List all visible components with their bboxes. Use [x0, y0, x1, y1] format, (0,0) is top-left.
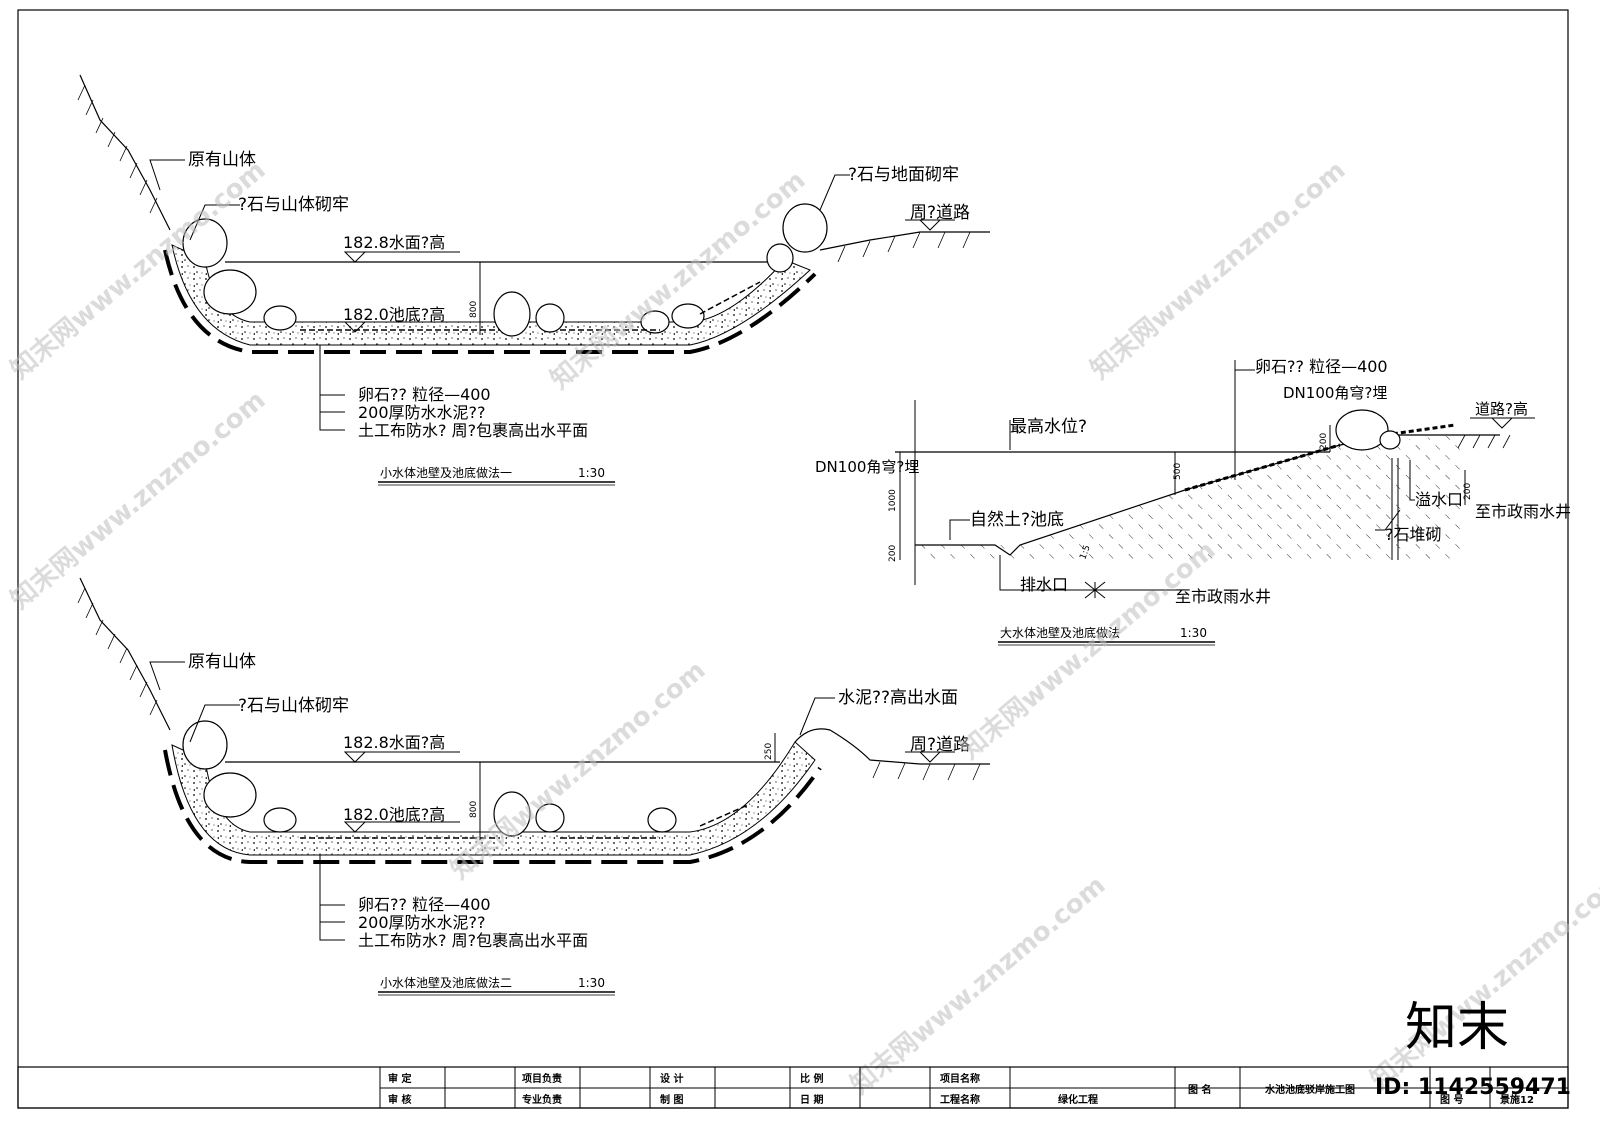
- s3-road-level-label: 道路?高: [1475, 400, 1528, 418]
- watermark-id: ID: 1142559471: [1375, 1075, 1571, 1100]
- s1-title: 小水体池壁及池底做法一: [380, 465, 512, 480]
- s3-rock-pile-label: ?石堆砌: [1385, 525, 1442, 544]
- s1-layer-3: 土工布防水? 周?包裹高出水平面: [358, 421, 588, 440]
- tb-scale: 比 例: [800, 1072, 823, 1085]
- s3-dim-200b: 200: [1319, 433, 1329, 450]
- section-2: 原有山体 ?石与山体砌牢 水泥??高出水面 250 周?道路 182.8水面?高…: [77, 577, 990, 996]
- s3-dim-500: 500: [1173, 463, 1183, 480]
- s2-water-level: 182.8水面?高: [343, 733, 445, 752]
- tb-approve: 审 定: [388, 1072, 411, 1085]
- watermark-6: 知末网www.znzmo.com: [955, 535, 1221, 765]
- brand-logo: 知末: [1405, 998, 1509, 1058]
- s3-dim-200c: 200: [1463, 483, 1473, 500]
- s3-drain-label: 排水口: [1020, 575, 1068, 594]
- s2-layer-3: 土工布防水? 周?包裹高出水平面: [358, 931, 588, 950]
- watermark-7: 知末网www.znzmo.com: [845, 870, 1111, 1100]
- s1-layer-2: 200厚防水水泥??: [358, 403, 486, 422]
- s3-pipe-left-label: DN100角穹?埋: [815, 458, 919, 476]
- s1-scale: 1:30: [578, 466, 605, 480]
- s3-title: 大水体池壁及池底做法: [1000, 625, 1120, 640]
- tb-drawing-label: 图 名: [1188, 1083, 1211, 1096]
- s2-road-label: 周?道路: [910, 735, 970, 755]
- s2-cement-dim: 250: [764, 743, 774, 760]
- s2-layer-1: 卵石?? 粒径—400: [358, 895, 491, 914]
- s3-dim-200: 200: [888, 545, 898, 562]
- s2-rock-mountain-label: ?石与山体砌牢: [238, 696, 349, 716]
- s3-slope: 1:5: [1078, 544, 1092, 561]
- tb-drawing-name: 水池池底驳岸施工图: [1264, 1083, 1355, 1096]
- s1-rock-mountain-label: ?石与山体砌牢: [238, 195, 349, 215]
- s1-mountain-label: 原有山体: [188, 150, 256, 170]
- tb-discipline-lead: 专业负责: [522, 1093, 562, 1106]
- s2-scale: 1:30: [578, 976, 605, 990]
- section-3: 卵石?? 粒径—400 DN100角穹?埋 道路?高 最高水位? DN100角穹…: [815, 357, 1571, 646]
- tb-drawing-no-label: 图 号: [1440, 1094, 1463, 1106]
- s2-title: 小水体池壁及池底做法二: [380, 975, 512, 990]
- s1-bottom-level: 182.0池底?高: [343, 305, 445, 324]
- s2-cement-edge-label: 水泥??高出水面: [838, 688, 958, 708]
- section-1: 原有山体 ?石与山体砌牢 ?石与地面砌牢 周?道路 182.8水面?高 182.…: [77, 74, 990, 486]
- tb-drawing-no: 景施12: [1500, 1093, 1534, 1106]
- s1-layer-1: 卵石?? 粒径—400: [358, 385, 491, 404]
- s1-road-label: 周?道路: [910, 203, 970, 223]
- tb-engineering-name-label: 工程名称: [940, 1093, 980, 1106]
- s3-dim-1000: 1000: [888, 489, 898, 512]
- s2-mountain-label: 原有山体: [188, 652, 256, 672]
- watermark-3: 知末网www.znzmo.com: [1085, 155, 1351, 385]
- s3-pipe-top-label: DN100角穹?埋: [1283, 384, 1387, 402]
- watermark-8: 知末网www.znzmo.com: [1365, 865, 1600, 1095]
- s2-bottom-level: 182.0池底?高: [343, 805, 445, 824]
- tb-design: 设 计: [660, 1072, 683, 1085]
- s1-rock-ground-label: ?石与地面砌牢: [848, 165, 959, 185]
- s3-to-storm-1: 至市政雨水井: [1475, 502, 1571, 521]
- tb-review: 审 核: [388, 1093, 411, 1106]
- s3-scale: 1:30: [1180, 626, 1207, 640]
- s3-natural-soil-label: 自然土?池底: [970, 510, 1064, 530]
- s2-layer-2: 200厚防水水泥??: [358, 913, 486, 932]
- tb-drafting: 制 图: [660, 1093, 683, 1106]
- s1-water-level: 182.8水面?高: [343, 233, 445, 252]
- s3-overflow-label: 溢水口: [1415, 490, 1463, 509]
- tb-project-name-label: 项目名称: [940, 1072, 980, 1085]
- title-block: 审 定 项目负责 设 计 比 例 项目名称 审 核 专业负责 制 图 日 期 工…: [17, 1066, 1569, 1109]
- s3-cobble-label: 卵石?? 粒径—400: [1255, 357, 1388, 376]
- s2-dim-depth: 800: [469, 801, 479, 818]
- tb-project-name: 绿化工程: [1058, 1093, 1098, 1106]
- s1-dim-depth: 800: [469, 301, 479, 318]
- tb-project-lead: 项目负责: [522, 1072, 562, 1085]
- tb-date: 日 期: [800, 1093, 823, 1106]
- watermark-4: 知末网www.znzmo.com: [5, 385, 271, 615]
- s3-max-water-label: 最高水位?: [1010, 417, 1087, 437]
- s3-to-storm-2: 至市政雨水井: [1175, 587, 1271, 606]
